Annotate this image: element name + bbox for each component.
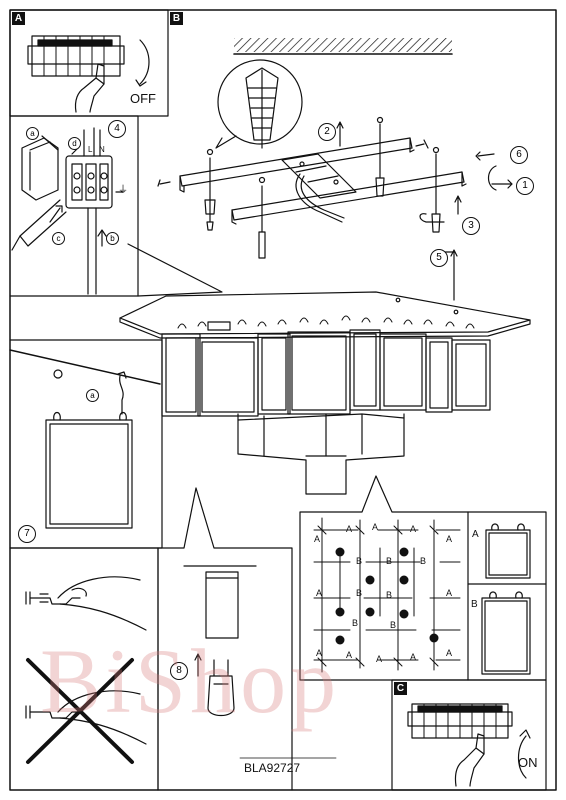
step-4: 4 (108, 120, 126, 138)
step-3: 3 (462, 217, 480, 235)
grid-label-b: B (356, 588, 362, 598)
panel-7-border (10, 340, 162, 548)
grid-label-a: A (376, 654, 382, 664)
panel-letter-a: A (12, 12, 25, 25)
grid-label-b: B (352, 618, 358, 628)
grid-label-a: A (314, 534, 320, 544)
wire-label-a: a (26, 127, 39, 140)
bulb-handling (26, 577, 146, 762)
on-label: ON (518, 756, 538, 769)
step-6: 6 (510, 146, 528, 164)
grid-label-a: A (346, 650, 352, 660)
pane-b-drawing (482, 592, 530, 674)
grid-label-a: A (446, 648, 452, 658)
bulb-socket (184, 566, 256, 716)
panel-bulb-border (10, 548, 158, 790)
model-code: BLA92727 (244, 762, 300, 774)
grid-label-a: A (410, 524, 416, 534)
step-1: 1 (516, 177, 534, 195)
step-8: 8 (170, 662, 188, 680)
grid-label-b: B (390, 620, 396, 630)
hanging-pane (10, 350, 160, 528)
grid-label-b: B (386, 556, 392, 566)
off-label: OFF (130, 92, 156, 105)
step-2: 2 (318, 123, 336, 141)
grid-label-b: B (386, 590, 392, 600)
panel-8-border (158, 488, 292, 790)
chandelier-fixture (120, 292, 530, 494)
grid-label-a: A (316, 588, 322, 598)
wire-neutral: N (99, 146, 105, 154)
wire-label-d: d (68, 137, 81, 150)
ceiling-hatch (234, 38, 452, 52)
pane-label-a: A (472, 530, 479, 540)
grid-label-a: A (446, 534, 452, 544)
panel-letter-b: B (170, 12, 183, 25)
grid-label-a: A (372, 522, 378, 532)
wall-plug-detail (216, 60, 302, 148)
grid-label-a: A (316, 648, 322, 658)
wiring-terminal (12, 128, 122, 294)
grid-label-b: B (356, 556, 362, 566)
wire-live: L (88, 146, 92, 154)
wire-label-c: c (52, 232, 65, 245)
grid-label-a: A (446, 588, 452, 598)
earth-icon: ⏚ (118, 186, 128, 196)
panel-letter-c: C (394, 682, 407, 695)
breaker-on (408, 704, 530, 786)
step-5: 5 (430, 249, 448, 267)
grid-label-a: A (410, 652, 416, 662)
grid-label-a: A (346, 524, 352, 534)
mounting-bracket (158, 118, 512, 259)
pane-a-drawing (486, 524, 530, 578)
grid-label-b: B (420, 556, 426, 566)
callout-pointer-4 (128, 244, 222, 296)
pane-label-b: B (471, 600, 478, 610)
hang-label-a: a (86, 389, 99, 402)
wire-label-b: b (106, 232, 119, 245)
step-7: 7 (18, 525, 36, 543)
